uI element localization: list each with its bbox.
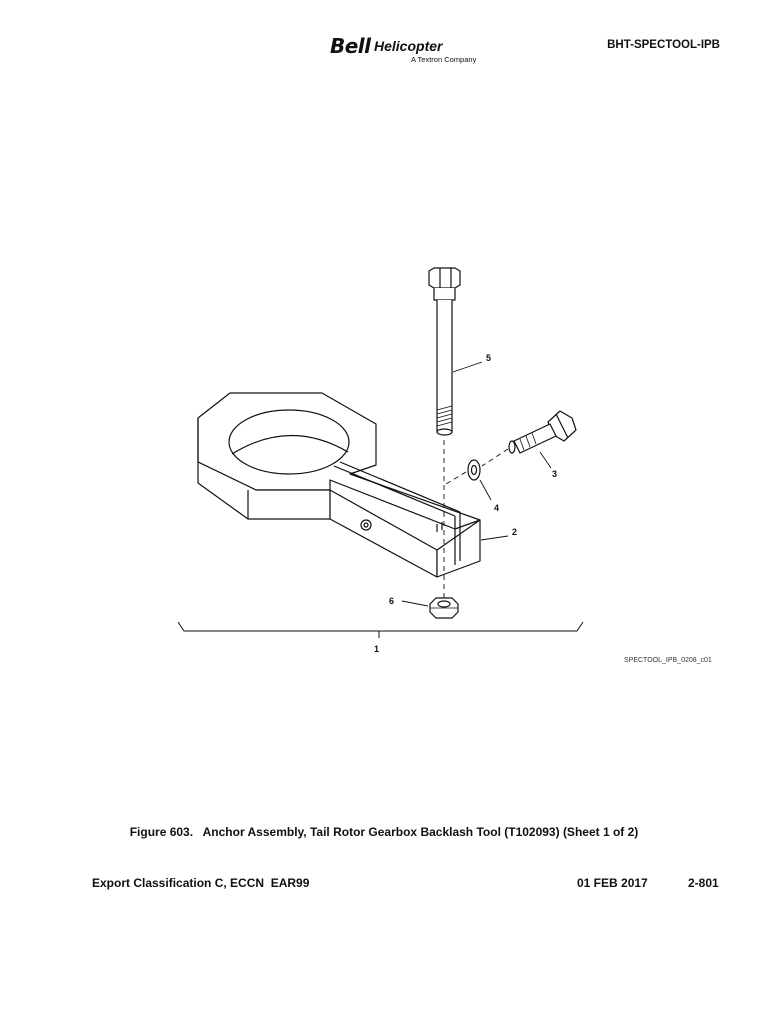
leader-4 [479, 479, 492, 501]
callout-6: 6 [389, 596, 394, 606]
logo-tagline: A Textron Company [411, 55, 477, 64]
bell-helicopter-logo: Bell Helicopter A Textron Company [330, 34, 490, 66]
bolt-item-5 [428, 267, 461, 436]
callout-2: 2 [512, 527, 517, 537]
logo-bell-wordmark: Bell [330, 34, 371, 58]
set-screw-hole [360, 519, 372, 531]
leader-3 [539, 451, 552, 469]
leader-2 [480, 535, 509, 541]
document-id: BHT-SPECTOOL-IPB [607, 39, 720, 51]
revision-date: 01 FEB 2017 [577, 876, 648, 890]
leader-6 [401, 600, 429, 607]
callout-3: 3 [552, 469, 557, 479]
bolt-item-3 [508, 410, 577, 454]
leader-5 [452, 361, 483, 373]
callout-4: 4 [494, 503, 499, 513]
logo-helicopter-wordmark: Helicopter [374, 38, 443, 54]
anchor-bore [228, 409, 350, 475]
anchor-slot [333, 461, 461, 565]
page-number: 2-801 [688, 876, 719, 890]
washer-item-4 [467, 459, 481, 481]
callout-5: 5 [486, 353, 491, 363]
export-classification: Export Classification C, ECCN EAR99 [92, 876, 310, 890]
anchor-assembly-illustration: 1 2 3 4 5 6 [177, 267, 584, 654]
nut-item-6 [429, 597, 459, 619]
figure-caption: Figure 603. Anchor Assembly, Tail Rotor … [129, 825, 639, 839]
callout-1: 1 [374, 644, 379, 654]
anchor-arm-end [436, 519, 481, 578]
figure-image-code: SPECTOOL_IPB_0208_c01 [624, 657, 712, 664]
assembly-bracket [177, 621, 584, 632]
